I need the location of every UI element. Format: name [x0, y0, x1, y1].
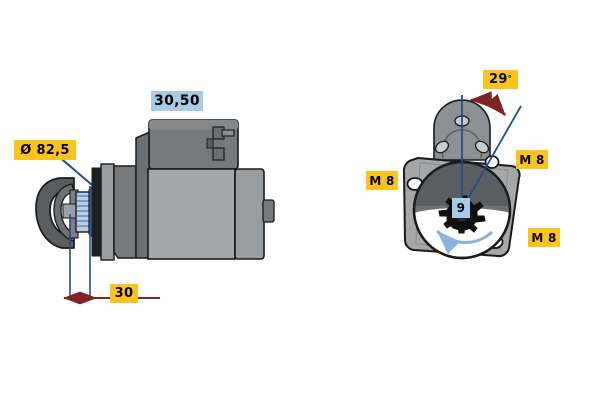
- callout-offset: 30: [110, 284, 138, 303]
- diameter-leader-line: [56, 154, 93, 186]
- callout-offset-text: 30: [114, 286, 134, 301]
- rotation-direction-arrow: [435, 229, 494, 255]
- extension-lines: [69, 186, 91, 300]
- callout-diameter: Ø 82,5: [14, 140, 76, 160]
- drive-end-housing: [113, 131, 151, 259]
- callout-teeth-text: 9: [456, 201, 466, 215]
- callout-thread-upper-right: M 8: [516, 150, 548, 169]
- side-view-group: [35, 119, 275, 305]
- mounting-flange-side: [91, 163, 115, 261]
- callout-thread-lower-right: M 8: [528, 228, 560, 247]
- end-view-group: [402, 91, 522, 260]
- callout-thread-upper-right-text: M 8: [519, 152, 545, 167]
- angle-arc-arrow: [469, 91, 506, 116]
- callout-teeth-count: 9: [452, 198, 470, 218]
- callout-thread-left: M 8: [366, 171, 398, 190]
- callout-angle-value: 29: [488, 72, 508, 87]
- motor-body-side: [147, 168, 275, 260]
- callout-length-text: 30,50: [154, 93, 200, 109]
- callout-thread-left-text: M 8: [369, 173, 395, 188]
- solenoid-side: [148, 119, 239, 170]
- callout-diameter-text: Ø 82,5: [20, 142, 70, 158]
- callout-thread-lower-right-text: M 8: [531, 230, 557, 245]
- callout-angle: 29°: [483, 70, 518, 89]
- callout-length: 30,50: [151, 91, 203, 111]
- degree-symbol-icon: °: [507, 74, 513, 84]
- angle-reference-lines: [461, 95, 522, 210]
